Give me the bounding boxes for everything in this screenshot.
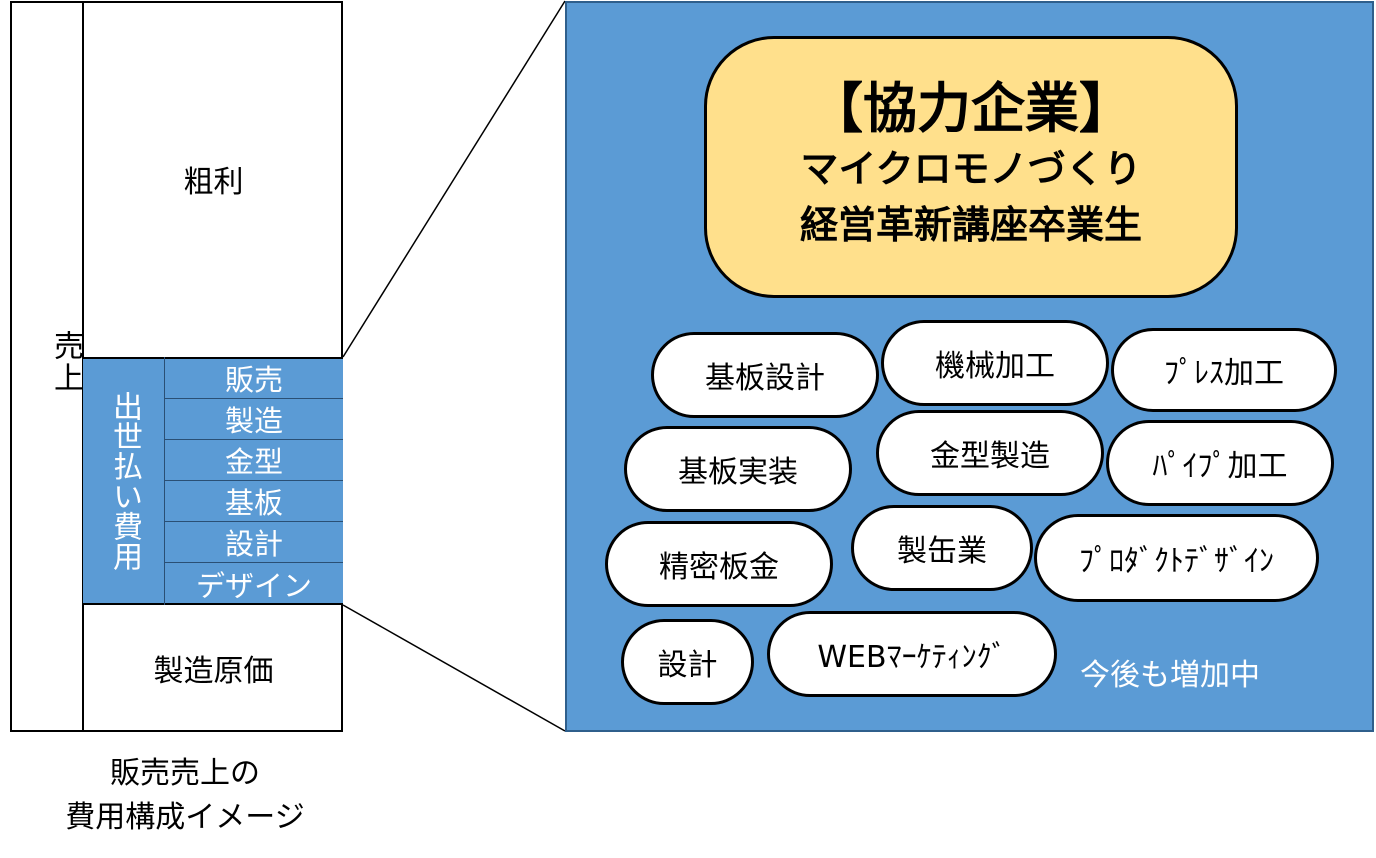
partner-pill-design: 設計 (621, 619, 754, 705)
hero-title: 【協力企業】 (809, 77, 1133, 140)
partner-hero-box: 【協力企業】 マイクロモノづくり 経営革新講座卒業生 (704, 36, 1238, 298)
cogs-block: 製造原価 (153, 653, 274, 689)
deferred-cost-divider (164, 357, 165, 605)
partner-pill-pipe: ﾊﾟｲﾌﾟ加工 (1106, 420, 1334, 506)
caption-line-1: 販売売上の (110, 756, 260, 791)
partner-pill-board-mounting: 基板実装 (624, 426, 852, 512)
sales-label: 売上 (48, 330, 83, 394)
growth-note: 今後も増加中 (1080, 658, 1260, 693)
partner-pill-mold-making: 金型製造 (876, 410, 1104, 496)
deferred-cost-label: 出世払い費用 (107, 391, 142, 571)
partner-pill-press: ﾌﾟﾚｽ加工 (1111, 328, 1337, 412)
connector-bottom (342, 604, 566, 732)
cost-item-sales: 販売 (165, 358, 343, 399)
hero-subtitle-2: 経営革新講座卒業生 (799, 203, 1142, 247)
gross-profit-block: 粗利 (183, 165, 244, 200)
partner-pill-board-design: 基板設計 (651, 332, 879, 418)
hero-subtitle-1: マイクロモノづくり (800, 147, 1142, 191)
cost-item-manufacturing: 製造 (165, 399, 343, 440)
partner-pill-sheet-metal: 精密板金 (605, 521, 833, 607)
cost-item-board: 基板 (165, 481, 343, 522)
connector-top (342, 0, 566, 358)
partner-pill-can-making: 製缶業 (851, 505, 1033, 591)
cost-item-mold: 金型 (165, 440, 343, 481)
diagram-caption: 販売売上の 費用構成イメージ (0, 752, 370, 840)
deferred-cost-label-cell: 出世払い費用 (83, 357, 165, 605)
partner-pill-web-marketing: WEBﾏｰｹﾃｨﾝｸﾞ (767, 611, 1057, 697)
cost-item-product-design: デザイン (195, 568, 312, 603)
cost-item-design: 設計 (165, 522, 343, 563)
partner-pill-product-design: ﾌﾟﾛﾀﾞｸﾄﾃﾞｻﾞｲﾝ (1034, 514, 1319, 602)
partner-pill-machining: 機械加工 (881, 320, 1109, 406)
caption-line-2: 費用構成イメージ (65, 800, 305, 835)
